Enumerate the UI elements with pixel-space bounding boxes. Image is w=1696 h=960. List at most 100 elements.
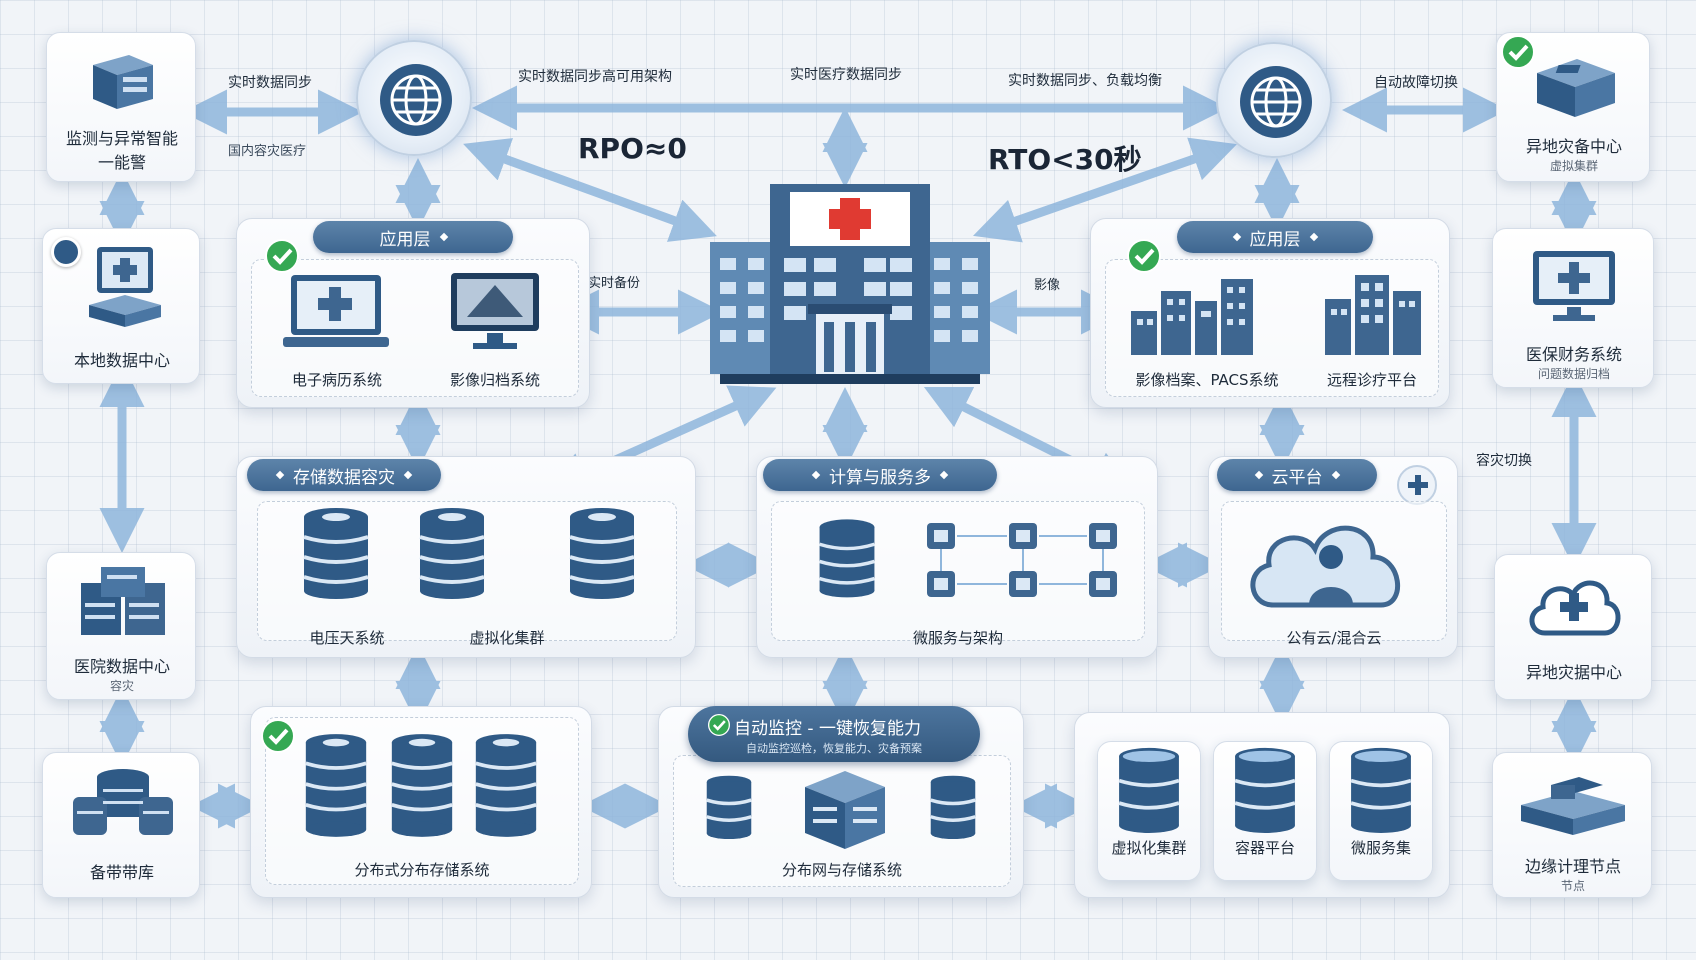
server-box-icon (1537, 59, 1615, 117)
telemedicine-tower-icon[interactable] (1317, 269, 1427, 355)
imaging-monitor-icon[interactable] (447, 271, 543, 353)
check-icon (261, 719, 295, 753)
medical-server-icon (89, 247, 161, 327)
app-layer-right: 应用层 影像档案、PACS系统 远程诊疗平台 (1090, 218, 1450, 408)
storage-item-0: 电压天系统 (309, 629, 385, 647)
city-buildings-icon[interactable] (1127, 271, 1267, 355)
network-globe-icon (380, 64, 452, 136)
server-rack-icon (81, 567, 165, 635)
cylinder-db-icon (1350, 747, 1412, 833)
rto-label: RTO<30秒 (988, 143, 1142, 176)
auto-monitor-banner-sub: 自动监控巡检，恢复能力、灾备预案 (746, 742, 922, 755)
auto-monitor-banner-title: 自动监控 - 一键恢复能力 (734, 719, 921, 739)
container-platform-label: 容器平台 (1234, 839, 1295, 857)
storage-dr-panel: 存储数据容灾 电压天系统 虚拟化集群 (236, 456, 696, 658)
tape-library-title: 备带带库 (89, 863, 154, 882)
app-layer-right-header: 应用层 (1177, 221, 1373, 253)
sync-center-label: 实时医疗数据同步 (790, 67, 902, 83)
check-icon (265, 239, 299, 273)
database-stack-icon[interactable] (817, 517, 877, 599)
app-right-item-1: 远程诊疗平台 (1326, 371, 1417, 389)
cloud-item-0: 公有云/混合云 (1286, 629, 1382, 647)
edge-node-title: 边缘计理节点 (1524, 857, 1621, 876)
app-right-item-0: 影像档案、PACS系统 (1135, 371, 1279, 389)
cloud-doctor-icon[interactable] (1243, 509, 1423, 613)
mid-right-arrow-label: 影像 (1034, 278, 1061, 293)
compute-service-panel: 计算与服务多 微服务与架构 (756, 456, 1158, 658)
auto-monitor-banner: 自动监控 - 一键恢复能力 自动监控巡检，恢复能力、灾备预案 (688, 706, 980, 762)
check-icon (708, 714, 730, 736)
database-stack-icon[interactable] (417, 507, 487, 599)
app-layer-left-header: 应用层 (313, 221, 513, 253)
globe-left (356, 40, 472, 156)
app-layer-left: 应用层 电子病历系统 影像归档系统 (236, 218, 590, 408)
monitor-card[interactable]: 监测与异常智能 一能警 (46, 32, 196, 182)
hospital-datacenter-sub: 容灾 (109, 679, 134, 693)
left-small-label: 国内容灾医疗 (228, 144, 307, 159)
storage-dr-header: 存储数据容灾 (247, 459, 441, 491)
edge-node-sub: 节点 (1560, 879, 1585, 893)
medical-plus-badge-icon (1397, 465, 1437, 505)
database-stack-icon[interactable] (927, 775, 979, 839)
check-icon (1127, 239, 1161, 273)
info-badge-icon (51, 237, 81, 267)
hospital-datacenter-card[interactable]: 医院数据中心 容灾 (46, 552, 196, 700)
distributed-storage-caption: 分布式分布存储系统 (354, 861, 490, 879)
rpo-label: RPO≈0 (578, 132, 687, 165)
virtual-cluster-label: 虚拟化集群 (1111, 839, 1187, 857)
compute-service-header: 计算与服务多 (763, 459, 997, 491)
remote-data-center-card[interactable]: 异地灾据中心 (1494, 554, 1652, 700)
sync-top-mid-label: 实时数据同步高可用架构 (518, 69, 672, 85)
storage-stack-icon (73, 769, 173, 835)
cylinder-db-icon (1234, 747, 1296, 833)
microservice-set-label: 微服务集 (1350, 839, 1411, 857)
monitor-card-line2: 一能警 (97, 153, 146, 172)
check-icon (1501, 35, 1535, 69)
right-side-label: 容灾切换 (1476, 453, 1532, 469)
cloud-medical-icon (1529, 580, 1621, 636)
medical-monitor-icon (1533, 251, 1615, 321)
hospital-building-icon (710, 184, 990, 384)
cloud-platform-header: 云平台 (1217, 459, 1377, 491)
cylinder-db-icon (1118, 747, 1180, 833)
database-stack-icon[interactable] (303, 733, 369, 837)
distributed-storage-panel: 分布式分布存储系统 (250, 706, 592, 898)
finance-system-title: 医保财务系统 (1525, 345, 1622, 364)
app-left-item-1: 影像归档系统 (449, 371, 540, 389)
sync-right-label: 实时数据同步、负载均衡 (1008, 73, 1162, 89)
edge-server-icon (1521, 777, 1625, 835)
app-left-item-0: 电子病历系统 (291, 371, 382, 389)
database-stack-icon[interactable] (389, 733, 455, 837)
remote-data-center-title: 异地灾据中心 (1525, 663, 1622, 682)
database-stack-icon[interactable] (301, 507, 371, 599)
failover-label: 自动故障切换 (1374, 75, 1458, 91)
mid-left-arrow-label: 实时备份 (588, 276, 641, 291)
server-cube-icon[interactable] (799, 763, 891, 851)
remote-dr-center-card[interactable]: 异地灾备中心 虚拟集群 (1496, 32, 1650, 182)
network-globe-icon (1240, 66, 1312, 138)
finance-system-card[interactable]: 医保财务系统 问题数据归档 (1492, 228, 1654, 388)
sync-left-label: 实时数据同步 (228, 75, 312, 91)
auto-monitor-caption: 分布网与存储系统 (781, 861, 902, 879)
monitor-card-title: 监测与异常智能 (65, 129, 178, 148)
tape-library-card[interactable]: 备带带库 (42, 752, 200, 898)
hospital-datacenter-title: 医院数据中心 (73, 657, 170, 676)
database-stack-icon[interactable] (473, 733, 539, 837)
finance-system-sub: 问题数据归档 (1537, 367, 1610, 381)
remote-dr-center-title: 异地灾备中心 (1525, 137, 1622, 156)
local-datacenter-card[interactable]: 本地数据中心 (42, 228, 200, 384)
medical-monitor-icon[interactable] (281, 273, 391, 353)
edge-node-card[interactable]: 边缘计理节点 节点 (1492, 752, 1652, 898)
database-stack-icon[interactable] (703, 775, 755, 839)
storage-item-1: 虚拟化集群 (469, 629, 545, 647)
database-stack-icon[interactable] (567, 507, 637, 599)
remote-dr-center-sub: 虚拟集群 (1549, 159, 1598, 173)
compute-item-0: 微服务与架构 (912, 629, 1003, 647)
virtualization-panel: 虚拟化集群 容器平台 微服务集 (1074, 712, 1450, 898)
globe-right (1216, 42, 1332, 158)
server-box-icon (93, 55, 153, 109)
microservice-nodes-icon[interactable] (917, 515, 1127, 605)
cloud-platform-panel: 云平台 公有云/混合云 (1208, 456, 1458, 658)
local-datacenter-title: 本地数据中心 (73, 351, 170, 370)
